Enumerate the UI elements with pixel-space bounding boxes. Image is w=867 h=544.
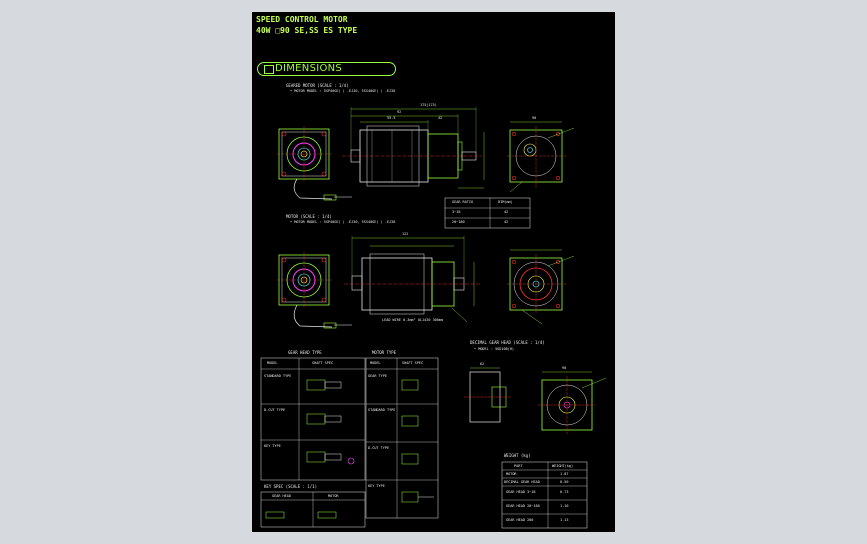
motor-type-label: MOTOR TYPE (372, 350, 397, 355)
weight-table-lines (501, 461, 588, 529)
weight-label: WEIGHT (kg) (504, 453, 531, 458)
dim-side-sq: 90 (532, 116, 537, 120)
left-table-row-0: STANDARD TYPE (264, 374, 292, 378)
key-spec-label: KEY SPEC (SCALE : 1/1) (264, 484, 317, 489)
motor-front-view (277, 252, 352, 329)
weight-header-1: WEIGHT(kg) (552, 464, 574, 468)
dimensions-heading: DIMENSIONS (257, 62, 396, 76)
left-table-row-2: KEY TYPE (264, 444, 281, 448)
right-table-row-2: D-CUT TYPE (368, 446, 390, 450)
dimensions-label: DIMENSIONS (275, 63, 343, 74)
right-table-header-1: SHAFT SPEC (402, 361, 424, 365)
dim-decimal-sq: 90 (562, 366, 567, 370)
cad-linework (260, 107, 607, 529)
gear-ratio-table-lines (444, 197, 531, 229)
gear-ratio-row-0-ratio: 3~18 (452, 210, 461, 214)
dim-motor-overall: 122 (402, 232, 409, 236)
weight-row-0-part: MOTOR (506, 472, 517, 476)
key-table-header-0: GEAR HEAD (272, 494, 291, 498)
decimal-gear-label: DECIMAL GEAR HEAD (SCALE : 1/4) (470, 340, 545, 345)
key-table-header-1: MOTOR (328, 494, 339, 498)
decimal-gear-model: • MODEL : 5GD10B(H) (474, 347, 515, 351)
drawing-sheet: SPEED CONTROL MOTOR 40W □90 SE,SS ES TYP… (252, 12, 615, 532)
geared-motor-front-view (277, 126, 352, 201)
right-table-row-1: STANDARD TYPE (368, 408, 396, 412)
weight-row-4-value: 1.13 (560, 518, 569, 522)
motor-model: • MOTOR MODEL : 5SP40GE( ) -EJ30, 5SS40G… (290, 220, 396, 224)
sheet-title: SPEED CONTROL MOTOR (256, 15, 348, 24)
left-table-header-0: MODEL (267, 361, 278, 365)
dim-len-c: 42 (438, 116, 443, 120)
left-table-row-1: D-CUT TYPE (264, 408, 286, 412)
weight-row-2-part: GEAR HEAD 3~18 (506, 490, 536, 494)
dim-overall: 175(175) (420, 103, 437, 107)
weight-row-1-value: 0.50 (560, 480, 569, 484)
lead-wire-note: LEAD WIRE 0.3mm² UL1430 300mm (382, 318, 444, 322)
weight-row-1-part: DECIMAL GEAR HEAD (504, 480, 540, 484)
gear-ratio-row-1-dim: 42 (504, 220, 509, 224)
weight-header-0: PART (514, 464, 523, 468)
decimal-gear-end-view (538, 371, 607, 434)
motor-label: MOTOR (SCALE : 1/4) (286, 214, 332, 219)
geared-motor-label: GEARED MOTOR (SCALE : 1/4) (286, 83, 349, 88)
weight-row-3-part: GEAR HEAD 20~180 (506, 504, 540, 508)
gear-ratio-header-0: GEAR RATIO (452, 200, 474, 204)
motor-end-view (507, 249, 575, 325)
right-table-row-3: KEY TYPE (368, 484, 385, 488)
geared-motor-model: • MOTOR MODEL : 5SP40GE( ) -EJ30, 5SS40G… (290, 89, 396, 93)
gear-ratio-header-1: DIM(mm) (498, 200, 513, 204)
key-spec-table-lines (260, 491, 366, 528)
gear-head-type-label: GEAR HEAD TYPE (288, 350, 322, 355)
decimal-gear-side-view (464, 367, 512, 423)
left-shaft-table-lines (260, 357, 366, 481)
right-shaft-table-lines (365, 357, 439, 519)
geared-motor-side-view (342, 107, 485, 189)
dim-len-a: 92 (397, 110, 402, 114)
sheet-subtitle: 40W □90 SE,SS ES TYPE (256, 26, 358, 35)
motor-side-view (344, 236, 480, 323)
dim-len-b: 55.5 (387, 116, 396, 120)
left-table-header-1: SHAFT SPEC (312, 361, 334, 365)
geared-motor-end-view (507, 121, 575, 193)
weight-row-0-value: 1.87 (560, 472, 569, 476)
dim-decimal-l: 62 (480, 362, 485, 366)
right-table-row-0: GEAR TYPE (368, 374, 387, 378)
weight-row-2-value: 0.73 (560, 490, 569, 494)
weight-row-3-value: 1.10 (560, 504, 569, 508)
weight-row-4-part: GEAR HEAD 200 (506, 518, 534, 522)
square-marker-icon (264, 65, 274, 74)
gear-ratio-row-1-ratio: 20~180 (452, 220, 465, 224)
right-table-header-0: MODEL (370, 361, 381, 365)
gear-ratio-row-0-dim: 42 (504, 210, 509, 214)
